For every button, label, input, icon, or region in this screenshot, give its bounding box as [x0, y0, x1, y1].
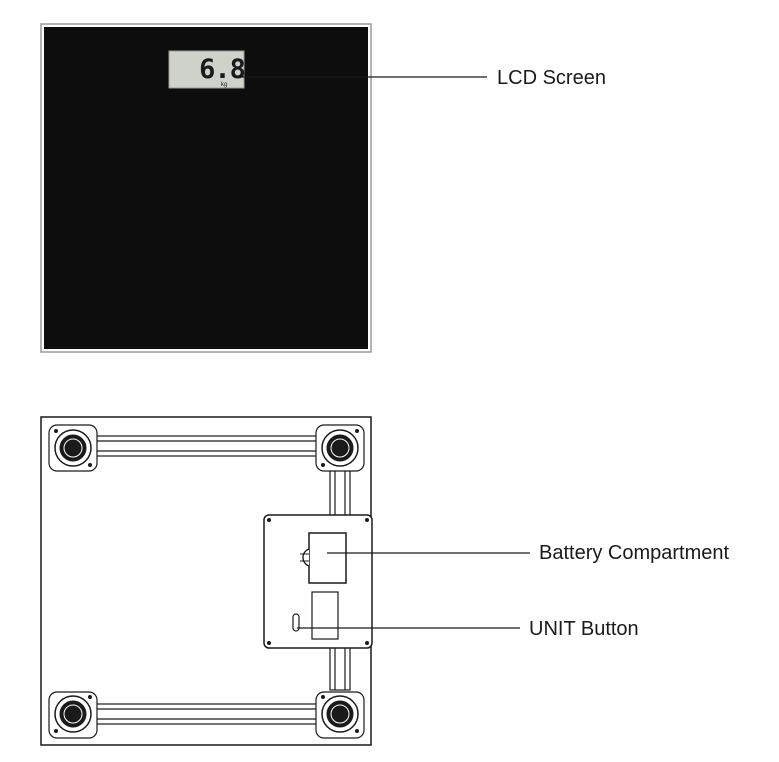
- scale-top-view: 6.8 kg: [40, 23, 487, 353]
- lcd-screen: [168, 50, 245, 89]
- foot-bottom-right: [315, 691, 365, 739]
- battery-compartment: [300, 532, 347, 584]
- scale-bottom-view: [40, 416, 530, 746]
- unit-button: [292, 591, 339, 640]
- foot-bottom-left: [48, 691, 98, 739]
- foot-top-left: [48, 424, 98, 472]
- lcd-reading: 6.8: [199, 54, 245, 85]
- foot-top-right: [315, 424, 365, 472]
- battery-compartment-label: Battery Compartment: [539, 542, 730, 564]
- lcd-unit: kg: [221, 82, 227, 88]
- lcd-screen-label: LCD Screen: [497, 67, 606, 89]
- frame-bars: [89, 435, 351, 725]
- unit-button-label: UNIT Button: [529, 618, 639, 640]
